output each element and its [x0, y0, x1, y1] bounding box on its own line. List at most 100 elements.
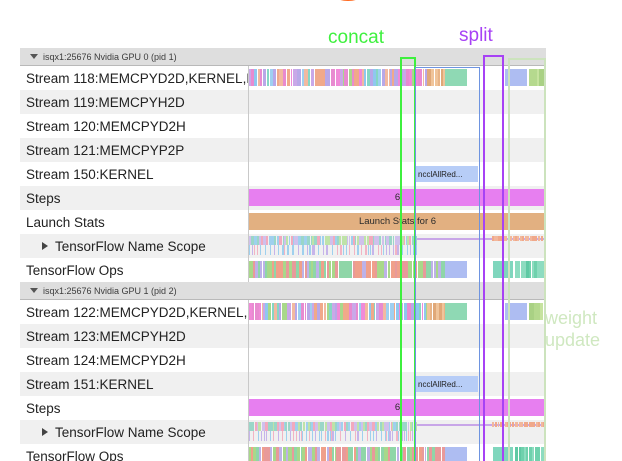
- timeline-event-slice[interactable]: [367, 422, 369, 431]
- timeline-event-slice[interactable]: [252, 303, 255, 320]
- timeline-event-slice[interactable]: [494, 422, 498, 427]
- timeline-event-slice[interactable]: [290, 431, 292, 441]
- timeline-event-slice[interactable]: [384, 447, 388, 461]
- timeline-event-slice[interactable]: [382, 422, 384, 431]
- timeline-event-slice[interactable]: [314, 303, 317, 320]
- timeline-event-slice[interactable]: [371, 303, 374, 320]
- timeline-event-slice[interactable]: [405, 236, 407, 245]
- timeline-event-slice[interactable]: [534, 303, 537, 320]
- timeline-event-slice[interactable]: [391, 431, 394, 441]
- timeline-event-slice[interactable]: [321, 236, 325, 245]
- timeline-event-slice[interactable]: [275, 261, 279, 278]
- timeline-event-slice[interactable]: [396, 431, 398, 441]
- timeline-event-slice[interactable]: [531, 261, 534, 278]
- timeline-event-slice[interactable]: [314, 69, 318, 86]
- timeline-event-slice[interactable]: [415, 245, 417, 255]
- timeline-event-slice[interactable]: [396, 447, 400, 461]
- timeline-event-slice[interactable]: [426, 447, 429, 461]
- timeline-event-slice[interactable]: [340, 245, 342, 255]
- timeline-event-slice[interactable]: [403, 447, 407, 461]
- timeline-event-slice[interactable]: [252, 261, 256, 278]
- timeline-event-slice[interactable]: [426, 261, 429, 278]
- timeline-event-slice[interactable]: [314, 447, 318, 461]
- timeline-event-slice[interactable]: [520, 261, 524, 278]
- timeline-event-slice[interactable]: [544, 69, 546, 86]
- timeline-event-slice[interactable]: [393, 245, 394, 255]
- timeline-event-slice[interactable]: [353, 422, 357, 431]
- timeline-event-slice[interactable]: [390, 422, 392, 431]
- timeline-event-slice[interactable]: [274, 261, 276, 278]
- timeline-row-track[interactable]: ncclAllRed...: [248, 372, 546, 396]
- timeline-event-slice[interactable]: [299, 236, 302, 245]
- timeline-event-slice[interactable]: [512, 236, 515, 241]
- timeline-event-slice[interactable]: [543, 447, 546, 461]
- timeline-event-slice[interactable]: [530, 236, 532, 241]
- timeline-event-slice[interactable]: [290, 69, 293, 86]
- timeline-event-slice[interactable]: [353, 236, 355, 245]
- timeline-event-slice[interactable]: [418, 447, 422, 461]
- timeline-event-slice[interactable]: [520, 422, 524, 427]
- timeline-event-slice[interactable]: [365, 303, 369, 320]
- timeline-event-slice[interactable]: [285, 431, 288, 441]
- timeline-event-slice[interactable]: [409, 422, 412, 431]
- timeline-event-slice[interactable]: [335, 261, 339, 278]
- tensorflow-ops-bar[interactable]: [249, 447, 546, 461]
- nccl-allreduce-block[interactable]: ncclAllRed...: [415, 166, 478, 182]
- timeline-event-slice[interactable]: [392, 261, 396, 278]
- timeline-event-slice[interactable]: [367, 431, 368, 441]
- timeline-event-slice[interactable]: [396, 303, 399, 320]
- timeline-event-slice[interactable]: [380, 447, 384, 461]
- timeline-event-slice[interactable]: [289, 261, 293, 278]
- stream-event-bar[interactable]: [249, 69, 546, 86]
- timeline-event-slice[interactable]: [286, 261, 290, 278]
- timeline-event-slice[interactable]: [375, 69, 378, 86]
- timeline-event-slice[interactable]: [279, 69, 283, 86]
- timeline-event-slice[interactable]: [537, 447, 541, 461]
- timeline-event-slice[interactable]: [492, 422, 495, 427]
- timeline-event-slice[interactable]: [288, 447, 292, 461]
- timeline-event-slice[interactable]: [382, 245, 385, 255]
- timeline-event-slice[interactable]: [505, 422, 507, 427]
- timeline-event-slice[interactable]: [411, 431, 413, 441]
- timeline-event-slice[interactable]: [337, 236, 340, 245]
- timeline-event-slice[interactable]: [259, 447, 262, 461]
- timeline-event-slice[interactable]: [292, 431, 294, 441]
- timeline-row-label[interactable]: Stream 120:MEMCPYD2H: [20, 114, 248, 138]
- timeline-event-slice[interactable]: [368, 245, 369, 255]
- timeline-event-slice[interactable]: [312, 236, 315, 245]
- chevron-down-icon[interactable]: [30, 288, 38, 293]
- timeline-event-slice[interactable]: [342, 261, 346, 278]
- timeline-event-slice[interactable]: [290, 236, 293, 245]
- timeline-event-slice[interactable]: [402, 431, 404, 441]
- timeline-event-slice[interactable]: [387, 447, 390, 461]
- timeline-event-slice[interactable]: [382, 303, 386, 320]
- timeline-event-slice[interactable]: [543, 236, 546, 241]
- timeline-event-slice[interactable]: [536, 69, 539, 86]
- timeline-event-slice[interactable]: [278, 447, 283, 461]
- timeline-event-slice[interactable]: [437, 69, 441, 86]
- timeline-event-slice[interactable]: [365, 245, 367, 255]
- timeline-event-slice[interactable]: [277, 303, 279, 320]
- timeline-event-slice[interactable]: [296, 261, 300, 278]
- timeline-event-slice[interactable]: [258, 303, 261, 320]
- timeline-event-slice[interactable]: [541, 69, 545, 86]
- timeline-event-slice[interactable]: [374, 447, 378, 461]
- timeline-event-slice[interactable]: [384, 69, 389, 86]
- timeline-event-slice[interactable]: [253, 69, 258, 86]
- timeline-event-slice[interactable]: [375, 422, 378, 431]
- timeline-event-slice[interactable]: [436, 303, 439, 320]
- timeline-event-slice[interactable]: [374, 236, 377, 245]
- timeline-event-slice[interactable]: [282, 245, 284, 255]
- timeline-event-slice[interactable]: [424, 69, 427, 86]
- timeline-event-slice[interactable]: [310, 69, 315, 86]
- timeline-event-slice[interactable]: [518, 447, 521, 461]
- timeline-event-slice[interactable]: [386, 431, 388, 441]
- timeline-event-slice[interactable]: [344, 447, 347, 461]
- timeline-event-slice[interactable]: [415, 447, 419, 461]
- timeline-event-slice[interactable]: [375, 431, 377, 441]
- timeline-event-slice[interactable]: [380, 431, 382, 441]
- timeline-event-slice[interactable]: [384, 431, 387, 441]
- timeline-event-slice[interactable]: [330, 431, 332, 441]
- timeline-row[interactable]: TensorFlow Ops: [20, 258, 546, 282]
